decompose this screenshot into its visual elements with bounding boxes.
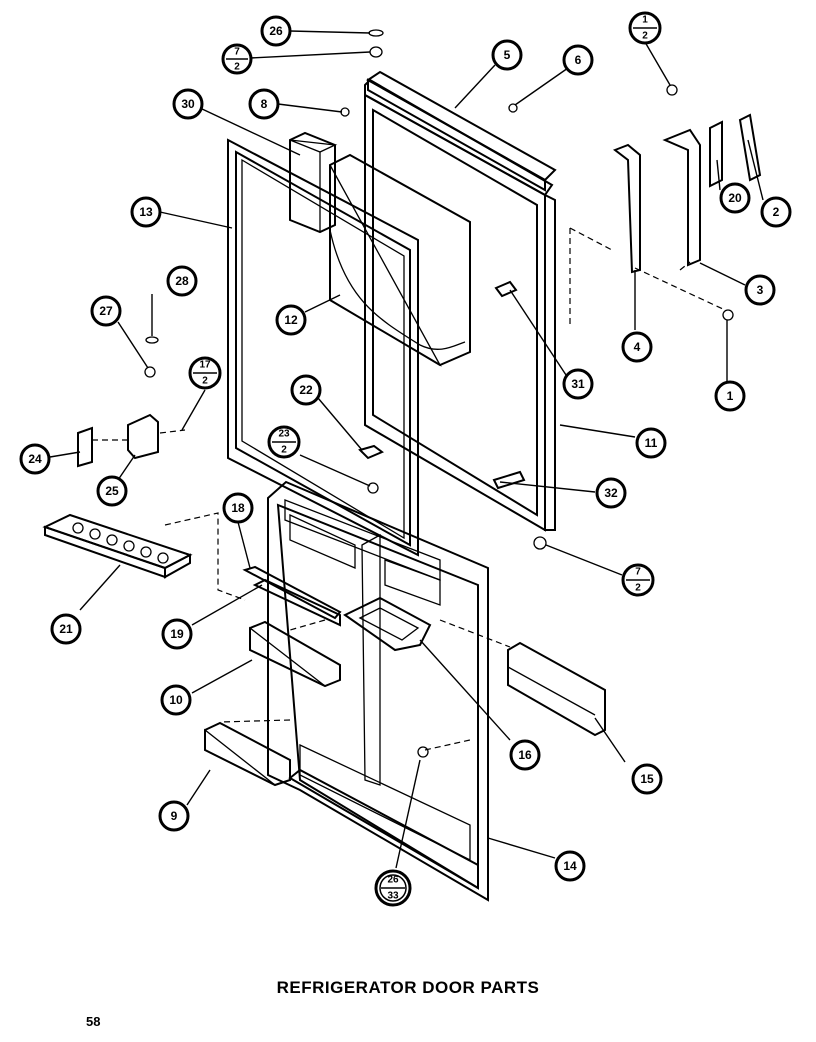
callout-label: 19 [170, 627, 184, 641]
callout-26-over-33: 26 33 [374, 869, 412, 907]
callout-label: 27 [99, 304, 113, 318]
callout-20: 20 [719, 182, 751, 214]
callout-denominator: 2 [642, 31, 648, 42]
callout-numerator: 26 [387, 875, 399, 886]
callout-17-over-2: 17 2 [188, 356, 222, 390]
callout-11: 11 [635, 427, 667, 459]
callout-2: 2 [760, 196, 792, 228]
callout-numerator: 17 [199, 360, 211, 371]
callout-22: 22 [290, 374, 322, 406]
hinge-bracket-assembly [612, 84, 762, 321]
callout-26: 26 [260, 15, 292, 47]
callout-label: 12 [284, 313, 298, 327]
callout-18: 18 [222, 492, 254, 524]
callout-24: 24 [19, 443, 51, 475]
diagram-title: REFRIGERATOR DOOR PARTS [276, 978, 540, 997]
callout-label: 1 [727, 389, 734, 403]
egg-tray [42, 513, 193, 579]
callout-6: 6 [562, 44, 594, 76]
callout-label: 9 [171, 809, 178, 823]
callout-7-over-2-bottom: 7 2 [621, 563, 655, 597]
callout-label: 3 [757, 283, 764, 297]
callout-4: 4 [621, 331, 653, 363]
callout-label: 15 [640, 772, 654, 786]
callout-30: 30 [172, 88, 204, 120]
insulation-block [329, 153, 471, 367]
callout-numerator: 7 [635, 567, 641, 578]
callout-label: 14 [563, 859, 577, 873]
callout-label: 32 [604, 486, 618, 500]
callout-16: 16 [509, 739, 541, 771]
callout-12: 12 [275, 304, 307, 336]
upper-door-outer-panel [364, 78, 556, 532]
callout-label: 28 [175, 274, 189, 288]
callout-15: 15 [631, 763, 663, 795]
callout-1-over-2: 1 2 [628, 11, 662, 45]
callout-9: 9 [158, 800, 190, 832]
callout-label: 31 [571, 377, 585, 391]
callout-numerator: 1 [642, 15, 648, 26]
callout-denominator: 2 [234, 62, 240, 73]
foam-block [289, 131, 338, 234]
callout-label: 18 [231, 501, 245, 515]
callout-label: 16 [518, 748, 532, 762]
page-number: 58 [86, 1014, 101, 1029]
callout-28: 28 [166, 265, 198, 297]
small-brackets [358, 280, 547, 550]
callout-label: 10 [169, 693, 183, 707]
callout-label: 8 [261, 97, 268, 111]
upper-door-liner [227, 138, 419, 557]
leader-lines [49, 30, 764, 869]
callout-label: 5 [504, 48, 511, 62]
callout-7-over-2-top: 7 2 [221, 43, 253, 75]
top-screws [340, 29, 518, 117]
callout-label: 30 [181, 97, 195, 111]
callout-10: 10 [160, 684, 192, 716]
callout-27: 27 [90, 295, 122, 327]
callout-label: 21 [59, 622, 73, 636]
callout-denominator: 2 [202, 376, 208, 387]
callout-numerator: 7 [234, 47, 240, 58]
callout-21: 21 [50, 613, 82, 645]
callout-14: 14 [554, 850, 586, 882]
callout-label: 2 [773, 205, 780, 219]
callout-23-over-2: 23 2 [267, 425, 301, 459]
callout-label: 20 [728, 191, 742, 205]
callout-3: 3 [744, 274, 776, 306]
lower-hinge-parts [77, 336, 186, 468]
callout-31: 31 [562, 368, 594, 400]
callout-label: 11 [645, 436, 658, 450]
callout-label: 6 [575, 53, 582, 67]
callout-label: 13 [139, 205, 153, 219]
callout-13: 13 [130, 196, 162, 228]
lower-door-panel [267, 480, 489, 902]
callout-1: 1 [714, 380, 746, 412]
callout-label: 26 [269, 24, 283, 38]
callout-label: 25 [105, 484, 119, 498]
callout-25: 25 [96, 475, 128, 507]
callout-8: 8 [248, 88, 280, 120]
top-trim-strip [366, 70, 557, 192]
callout-label: 24 [28, 452, 42, 466]
callout-denominator: 2 [281, 445, 287, 456]
callout-32: 32 [595, 477, 627, 509]
callout-label: 22 [299, 383, 313, 397]
callout-denominator: 33 [387, 891, 399, 902]
callout-numerator: 23 [278, 429, 290, 440]
callout-5: 5 [491, 39, 523, 71]
callout-19: 19 [161, 618, 193, 650]
callout-label: 4 [634, 340, 641, 354]
door-shelves [204, 565, 606, 787]
callout-denominator: 2 [635, 583, 641, 594]
